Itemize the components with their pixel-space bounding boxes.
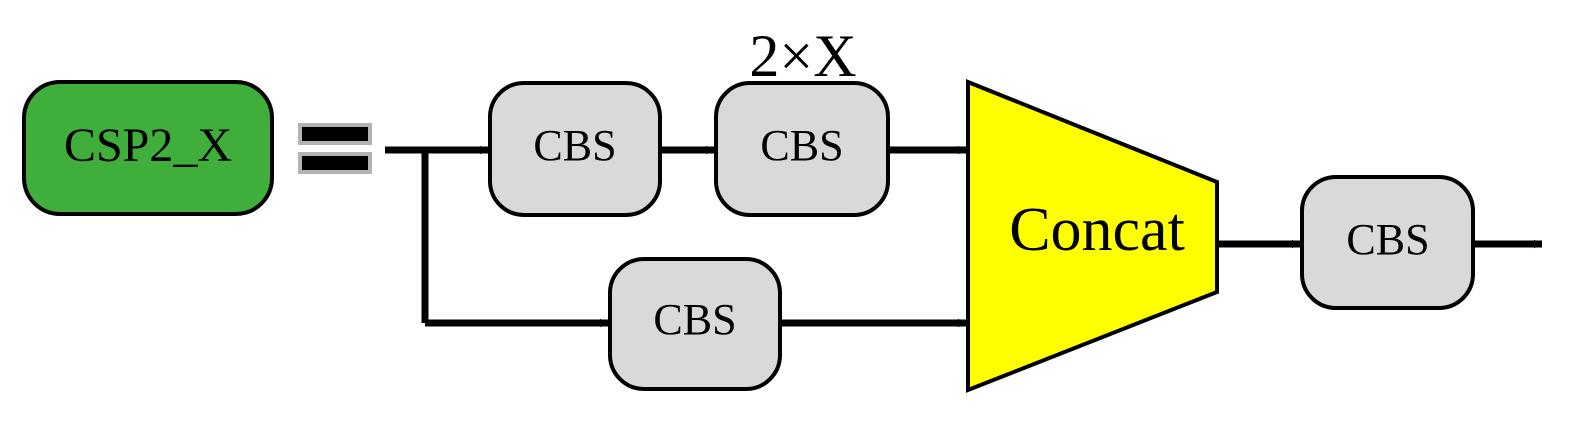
equals-sign: = [298,123,372,174]
csp2-module-block: CSP2_X [22,80,274,216]
cbs-label: CBS [1346,215,1429,264]
cbs-block-bottom: CBS [608,257,782,391]
cbs-label: CBS [533,121,616,170]
concat-label: Concat [1009,196,1185,264]
equals-bar-bottom [298,152,372,174]
cbs-block-output: CBS [1300,175,1475,310]
cbs-box [488,81,662,217]
csp2-module-box [22,80,274,216]
cbs-box [714,81,890,217]
concat-trapezoid [966,79,1219,393]
cbs-label: CBS [760,121,843,170]
repeat-count-label: 2×X [749,23,856,89]
cbs-block-top-1: CBS [488,81,662,217]
csp2-module-label: CSP2_X [64,119,232,172]
equals-bar-top [298,123,372,145]
concat-block: Concat [966,79,1219,393]
connectors [385,145,1543,328]
cbs-box [608,257,782,391]
cbs-box [1300,175,1475,310]
cbs-label: CBS [653,295,736,344]
cbs-block-top-2: CBS [714,81,890,217]
